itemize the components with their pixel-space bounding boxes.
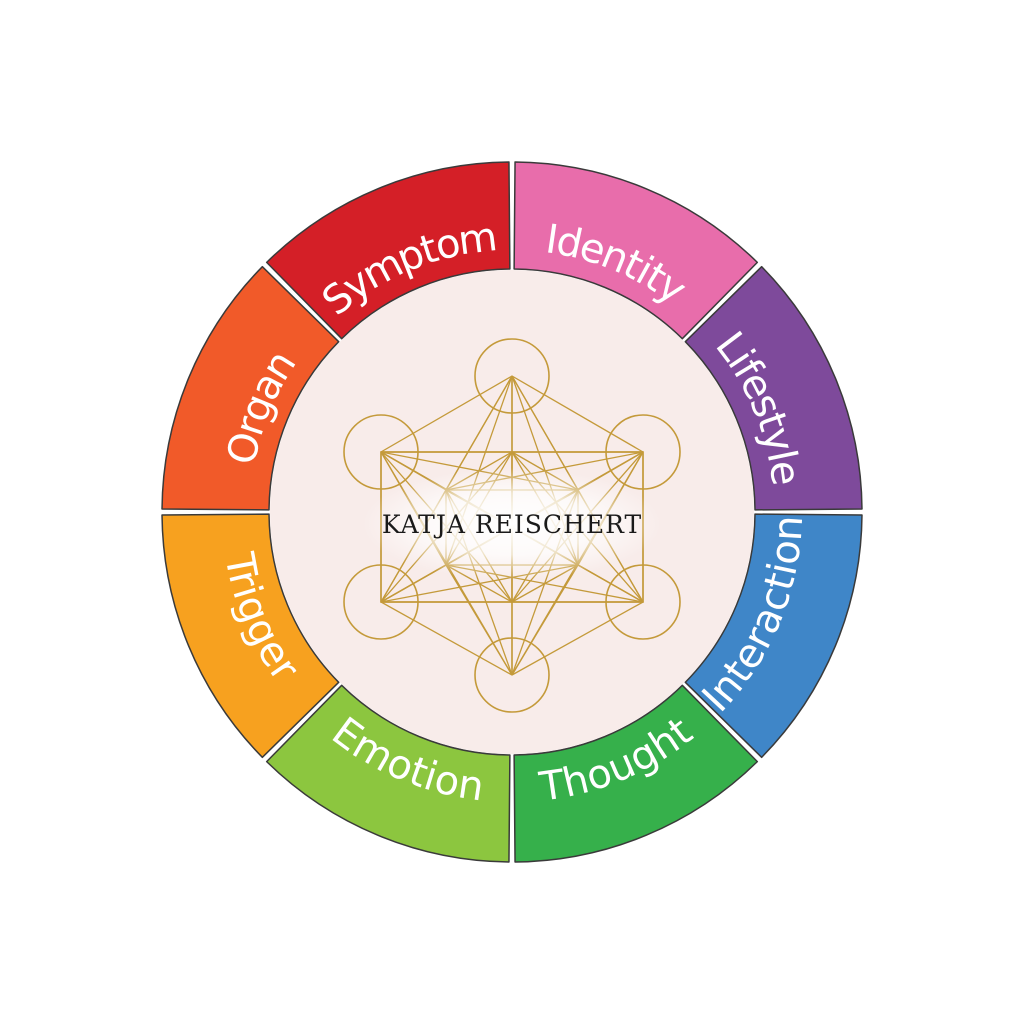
segment-lifestyle	[684, 265, 863, 511]
segment-ring	[161, 161, 863, 863]
segment-symptom	[265, 161, 511, 340]
segment-identity	[513, 161, 759, 340]
center-name: KATJA REISCHERT	[382, 510, 642, 539]
cube-line	[511, 375, 579, 491]
segment-organ	[161, 265, 340, 511]
cube-line	[511, 564, 579, 676]
cube-line	[380, 601, 513, 676]
cube-line	[511, 601, 644, 676]
cube-line	[380, 375, 513, 453]
cube-line	[445, 375, 513, 491]
center-glow	[362, 468, 662, 580]
cube-line	[511, 375, 644, 453]
segment-interaction	[684, 513, 863, 759]
segment-trigger	[161, 513, 340, 759]
segment-emotion	[265, 684, 511, 863]
cube-line	[445, 564, 513, 676]
segment-thought	[513, 684, 759, 863]
